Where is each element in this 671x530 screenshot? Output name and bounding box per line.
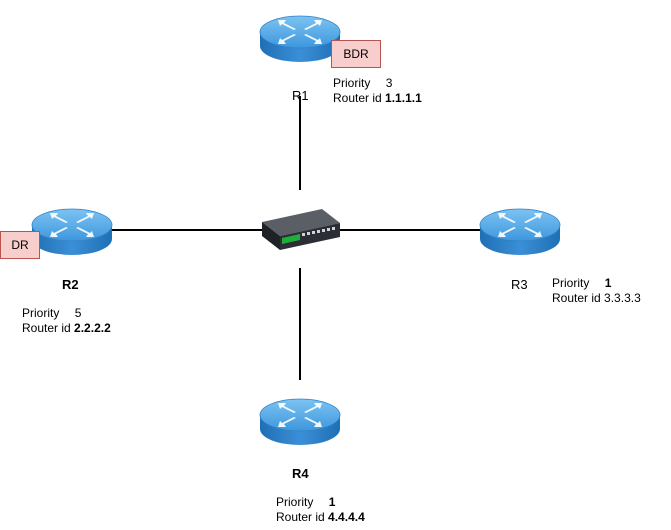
router-id-value: 2.2.2.2 (74, 321, 111, 335)
priority-label: Priority (276, 495, 314, 509)
r1-priority-row: Priority 3 (333, 76, 392, 91)
router-name-r2: R2 (62, 277, 79, 292)
router-id-value: 3.3.3.3 (604, 291, 641, 305)
router-id-label: Router id (22, 321, 71, 335)
links (112, 96, 484, 380)
router-id-label: Router id (333, 91, 382, 105)
r3-router-id-row: Router id 3.3.3.3 (552, 291, 641, 306)
r4-router-id-row: Router id 4.4.4.4 (276, 510, 365, 525)
router-name-r1: R1 (292, 88, 309, 103)
r2-router-id-row: Router id 2.2.2.2 (22, 321, 111, 336)
priority-label: Priority (333, 76, 371, 90)
network-switch-icon[interactable] (262, 209, 340, 250)
r1-router-id-row: Router id 1.1.1.1 (333, 91, 422, 106)
router-r3-icon[interactable] (479, 208, 561, 256)
dr-role-badge: DR (0, 231, 40, 259)
router-id-value: 4.4.4.4 (328, 510, 365, 524)
priority-label: Priority (552, 276, 590, 290)
r2-priority-row: Priority 5 (22, 306, 81, 321)
r3-priority-row: Priority 1 (552, 276, 611, 291)
priority-label: Priority (22, 306, 60, 320)
r4-priority-row: Priority 1 (276, 495, 335, 510)
router-id-label: Router id (552, 291, 601, 305)
router-r4-icon[interactable] (259, 398, 341, 446)
router-id-value: 1.1.1.1 (385, 91, 422, 105)
priority-value: 3 (385, 76, 393, 90)
router-r1-icon[interactable] (259, 15, 341, 63)
router-name-r4: R4 (292, 466, 309, 481)
router-id-label: Router id (276, 510, 325, 524)
router-name-r3: R3 (511, 277, 528, 292)
priority-value: 1 (604, 276, 612, 290)
priority-value: 1 (328, 495, 336, 509)
priority-value: 5 (74, 306, 82, 320)
router-r2-icon[interactable] (31, 208, 113, 256)
bdr-role-badge: BDR (331, 40, 381, 68)
